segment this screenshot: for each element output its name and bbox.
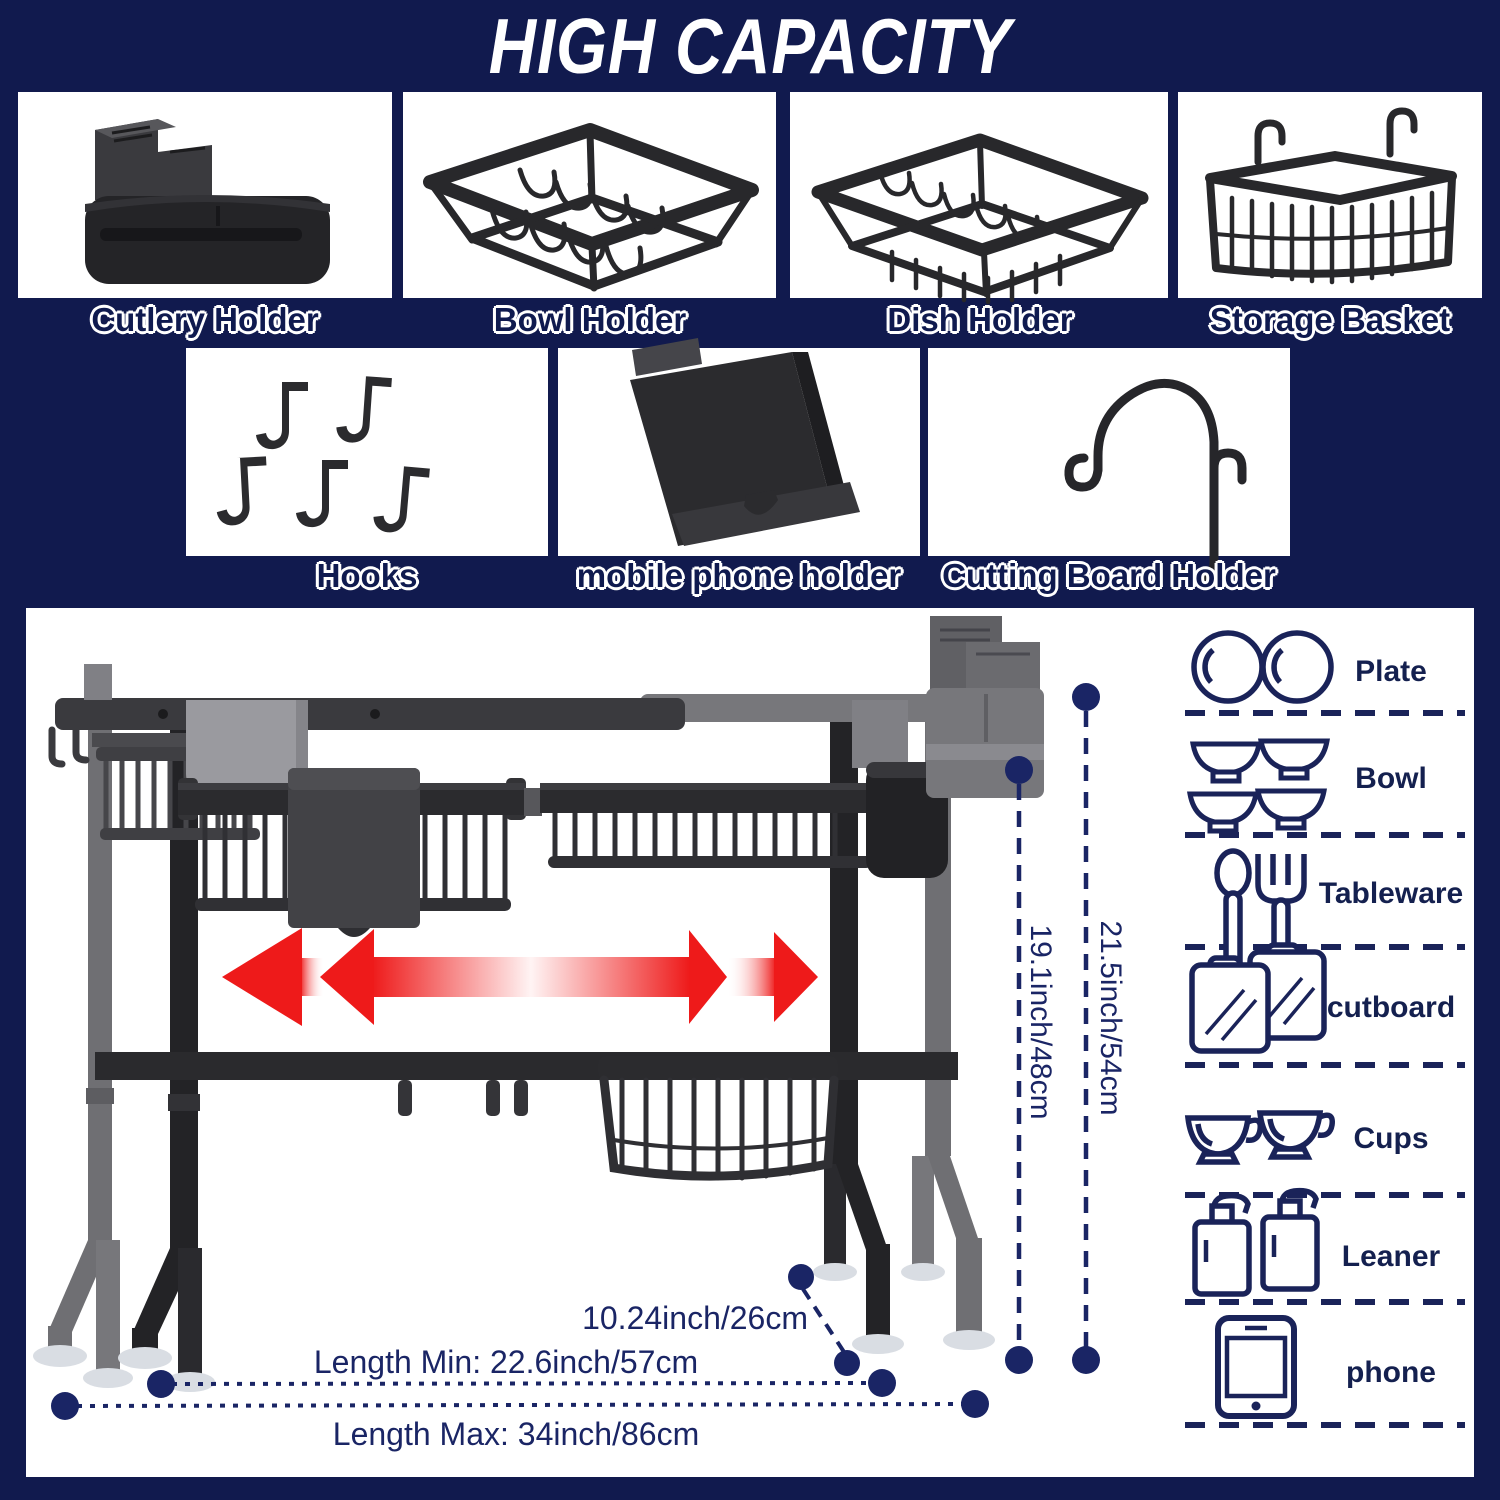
arrow-right-inner — [689, 930, 727, 1024]
cap-label-bowl: Bowl — [1355, 762, 1427, 795]
arrow-right-outer — [774, 932, 818, 1022]
cutlery-holder-image — [85, 119, 330, 284]
dish-rack-illustration — [33, 616, 1044, 1392]
hooks-image — [216, 376, 430, 533]
label-storage-basket: Storage Basket — [1209, 301, 1451, 338]
mobile-phone-holder-image — [630, 338, 860, 546]
arrow-left-outer — [222, 928, 302, 1026]
cap-label-cups: Cups — [1353, 1122, 1429, 1155]
dim-length-min: Length Min: 22.6inch/57cm — [313, 1344, 699, 1380]
expand-arrows — [222, 928, 818, 1026]
label-cutlery-holder: Cutlery Holder — [91, 301, 319, 338]
cutboard-icon — [1189, 942, 1327, 1054]
label-cutting-board-holder: Cutting Board Holder — [942, 557, 1276, 594]
bowl-holder-image — [423, 123, 759, 292]
capacity-sidebar — [1184, 630, 1465, 1428]
cups-icon — [1184, 1110, 1335, 1165]
rack-dish-basket — [540, 783, 880, 868]
cap-label-phone: phone — [1346, 1356, 1436, 1389]
dish-holder-image — [811, 133, 1149, 305]
dim-length-max: Length Max: 34inch/86cm — [332, 1416, 700, 1452]
cutting-board-holder-image — [1064, 379, 1247, 583]
label-bowl-holder: Bowl Holder — [493, 301, 687, 338]
leaner-icon — [1192, 1187, 1320, 1297]
bowl-icon — [1187, 738, 1330, 834]
cap-label-leaner: Leaner — [1341, 1240, 1441, 1273]
cap-label-cutboard: cutboard — [1326, 991, 1456, 1024]
dim-inner-height: 19.1inch/48cm — [1024, 924, 1057, 1120]
plate-icon — [1191, 630, 1334, 704]
dim-overall-height: 21.5inch/54cm — [1094, 920, 1127, 1116]
dim-depth: 10.24inch/26cm — [582, 1300, 808, 1336]
rack-bowl-basket — [178, 768, 526, 937]
rack-hanging-board — [186, 700, 308, 786]
dimension-lines — [51, 683, 1100, 1420]
phone-icon — [1215, 1315, 1297, 1419]
suction-feet — [33, 1263, 995, 1392]
label-mobile-phone-holder: mobile phone holder — [576, 557, 902, 594]
under-basket — [598, 1056, 839, 1181]
title-banner: HIGH CAPACITY — [0, 0, 1500, 92]
cap-label-tableware: Tableware — [1318, 877, 1464, 910]
label-dish-holder: Dish Holder — [887, 301, 1073, 338]
rack-hooks — [48, 726, 90, 768]
arrow-left-inner — [320, 929, 374, 1025]
page-title: HIGH CAPACITY — [488, 1, 1012, 90]
storage-basket-image — [1205, 107, 1457, 285]
cap-label-plate: Plate — [1355, 655, 1427, 688]
label-hooks: Hooks — [316, 557, 418, 594]
